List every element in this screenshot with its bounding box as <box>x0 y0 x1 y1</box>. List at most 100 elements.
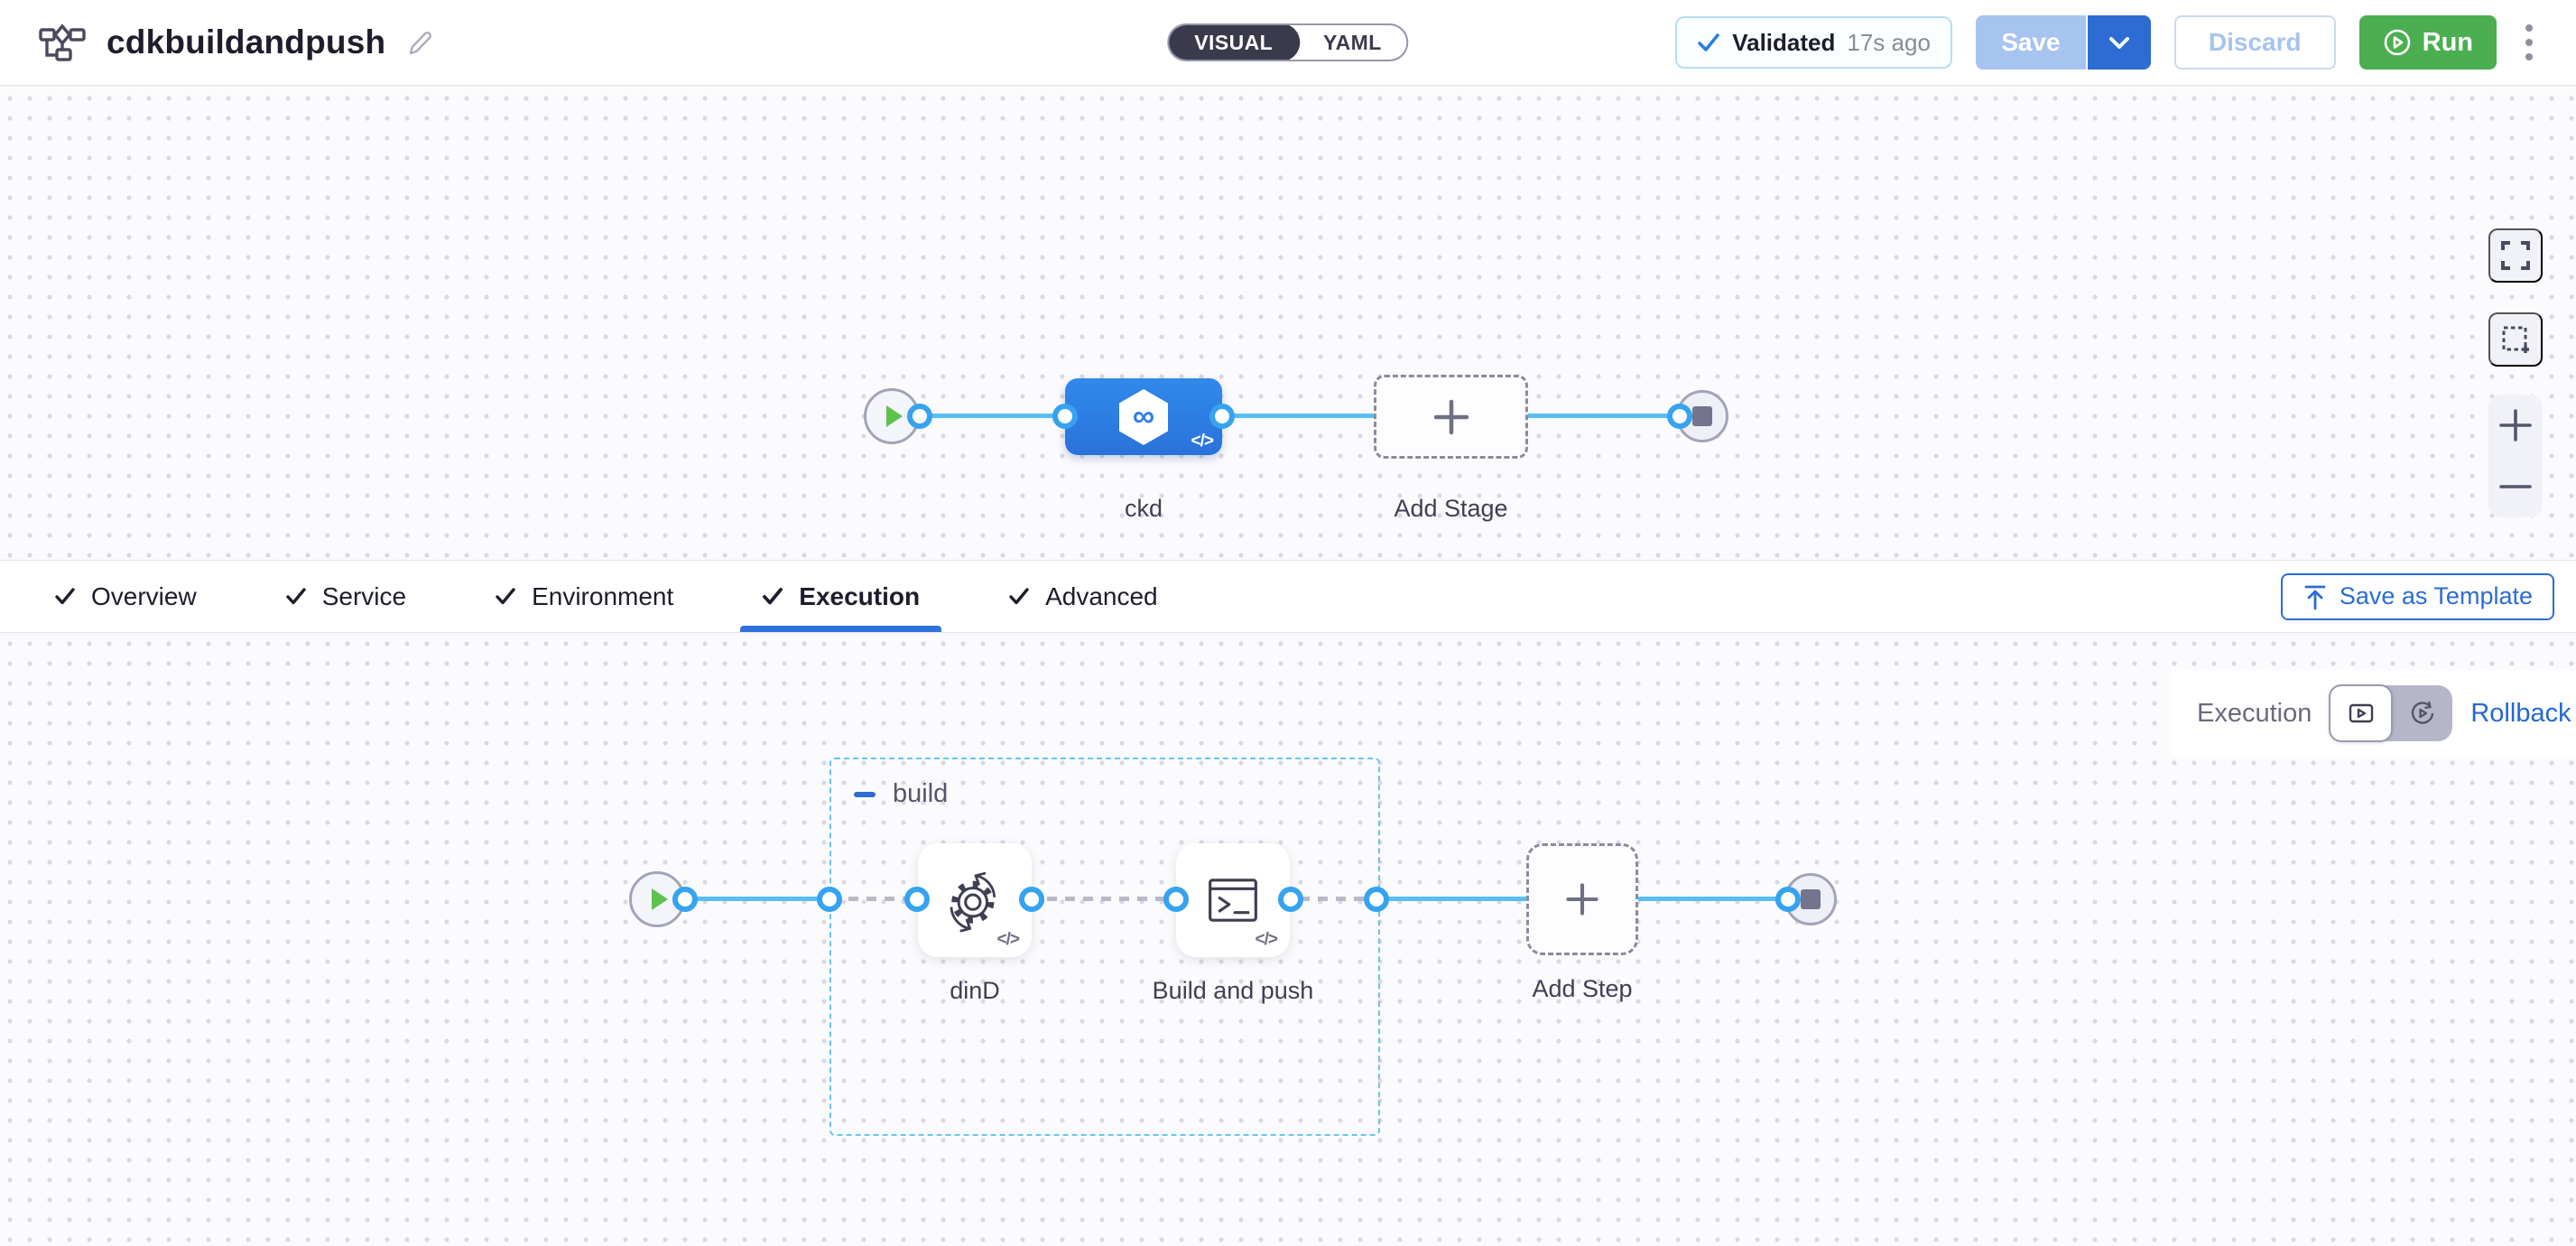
check-icon <box>763 588 783 605</box>
chevron-down-icon <box>2108 36 2129 49</box>
add-step-label: Add Step <box>1532 975 1633 1002</box>
port <box>1209 404 1235 429</box>
top-bar: cdkbuildandpush VISUAL YAML Validated 17… <box>0 0 2576 87</box>
upload-icon <box>2304 585 2326 609</box>
check-icon <box>1698 33 1720 51</box>
run-label: Run <box>2422 27 2473 57</box>
port <box>817 887 842 912</box>
tab-label: Execution <box>799 581 921 610</box>
plus-icon <box>1433 399 1469 434</box>
validated-label: Validated <box>1732 28 1836 56</box>
validated-badge[interactable]: Validated 17s ago <box>1675 16 1952 69</box>
port <box>1364 887 1389 912</box>
execution-mode-label: Execution <box>2197 698 2312 728</box>
port <box>1278 887 1303 912</box>
view-toggle <box>2329 684 2453 742</box>
group-header: build <box>853 779 948 809</box>
port <box>1163 887 1189 912</box>
zoom-controls <box>2488 395 2543 517</box>
save-button[interactable]: Save <box>1975 15 2088 70</box>
port <box>1775 887 1801 912</box>
save-split-button: Save <box>1975 15 2151 70</box>
rollback-view-button[interactable] <box>2392 685 2452 741</box>
tab-label: Overview <box>91 581 197 610</box>
port <box>672 887 698 912</box>
save-as-template-label: Save as Template <box>2339 582 2533 609</box>
stage-node-ckd[interactable]: ∞ </> <box>1065 378 1222 455</box>
svg-text:∞: ∞ <box>1133 399 1154 433</box>
marquee-select-button[interactable] <box>2488 312 2543 367</box>
more-options-icon[interactable] <box>2520 19 2538 66</box>
tab-environment[interactable]: Environment <box>495 561 673 632</box>
edit-pencil-icon[interactable] <box>405 28 434 57</box>
tab-label: Service <box>321 581 407 610</box>
execution-view-button[interactable] <box>2329 684 2394 742</box>
tab-execution[interactable]: Execution <box>740 561 941 632</box>
validated-time: 17s ago <box>1847 28 1931 56</box>
tab-overview[interactable]: Overview <box>54 561 197 632</box>
stage-config-tabs: Overview Service Environment Execution A… <box>0 561 2576 633</box>
zoom-in-icon <box>2499 409 2532 442</box>
run-button[interactable]: Run <box>2358 15 2497 70</box>
execution-canvas: Execution Rollback <box>0 634 2576 1246</box>
code-badge: </> <box>1191 432 1215 451</box>
port <box>1019 887 1044 912</box>
marquee-select-icon <box>2502 326 2529 353</box>
step-connector-dashed <box>830 897 1377 901</box>
play-icon <box>651 888 668 910</box>
zoom-in-button[interactable] <box>2488 395 2543 456</box>
port <box>904 887 930 912</box>
ci-hexagon-icon: ∞ <box>1119 388 1168 445</box>
add-stage-label: Add Stage <box>1394 495 1508 522</box>
check-icon <box>1009 588 1029 605</box>
check-icon <box>55 588 75 605</box>
step-connector-line <box>657 897 830 901</box>
execution-view-icon <box>2349 703 2374 723</box>
fullscreen-button[interactable] <box>2488 228 2543 283</box>
tab-advanced[interactable]: Advanced <box>1008 561 1158 632</box>
rollback-view-icon <box>2411 701 2434 724</box>
save-as-template-button[interactable]: Save as Template <box>2280 572 2554 620</box>
pipeline-flowchart-icon <box>38 22 87 63</box>
visual-yaml-toggle: VISUAL YAML <box>1167 23 1409 61</box>
zoom-out-icon <box>2499 485 2532 488</box>
rollback-link[interactable]: Rollback <box>2470 698 2571 728</box>
tab-label: Environment <box>532 581 674 610</box>
step-label: dinD <box>950 977 1000 1004</box>
code-badge: </> <box>996 930 1021 949</box>
play-icon <box>885 405 903 427</box>
tab-service[interactable]: Service <box>285 561 406 632</box>
port <box>1052 404 1078 429</box>
page-title: cdkbuildandpush <box>107 23 386 60</box>
play-circle-icon <box>2384 29 2410 56</box>
step-label: Build and push <box>1152 977 1314 1004</box>
tab-label: Advanced <box>1045 581 1158 610</box>
step-card-dind[interactable]: </> <box>918 843 1032 957</box>
discard-button[interactable]: Discard <box>2173 15 2336 70</box>
topbar-actions: Validated 17s ago Save Discard Run <box>1675 15 2538 70</box>
save-options-button[interactable] <box>2087 15 2151 70</box>
step-group-build: build <box>829 758 1380 1136</box>
collapse-group-icon[interactable] <box>853 783 876 806</box>
port <box>907 404 932 429</box>
add-step-button[interactable] <box>1526 843 1638 955</box>
execution-rollback-switch: Execution Rollback <box>2172 670 2576 757</box>
stop-icon <box>1692 406 1712 426</box>
toggle-visual[interactable]: VISUAL <box>1169 25 1301 60</box>
plus-icon <box>1566 883 1598 916</box>
stop-icon <box>1801 889 1821 909</box>
fullscreen-icon <box>2501 241 2530 270</box>
check-icon <box>496 588 515 605</box>
title-group: cdkbuildandpush <box>38 22 434 63</box>
step-card-build-and-push[interactable]: </> <box>1176 843 1290 957</box>
check-icon <box>286 588 306 605</box>
zoom-out-button[interactable] <box>2488 456 2543 517</box>
code-badge: </> <box>1255 930 1279 949</box>
group-label: build <box>893 779 949 808</box>
docker-in-docker-icon <box>950 871 996 933</box>
add-stage-button[interactable] <box>1374 375 1528 459</box>
stage-canvas: ∞ </> ckd Add Stage <box>0 88 2576 561</box>
toggle-yaml[interactable]: YAML <box>1323 30 1382 54</box>
port <box>1667 404 1692 429</box>
